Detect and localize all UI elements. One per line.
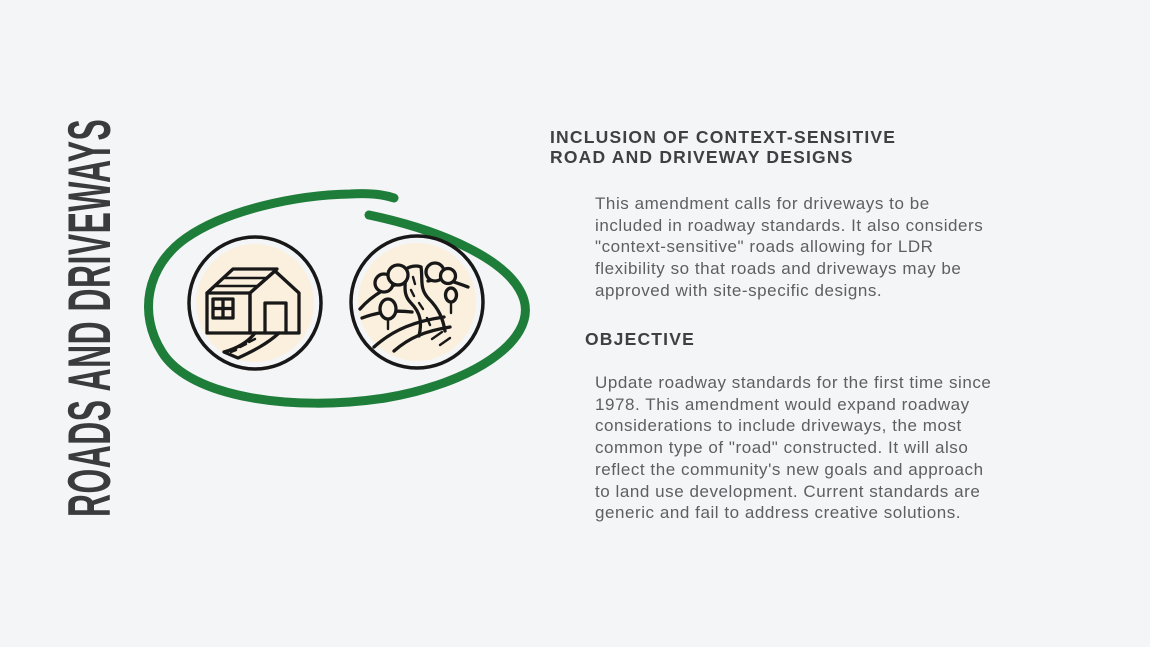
house-driveway-icon bbox=[187, 235, 323, 371]
hand-drawn-ellipse-icon bbox=[144, 189, 530, 408]
objective-paragraph: Update roadway standards for the first t… bbox=[595, 373, 992, 523]
intro-paragraph: This amendment calls for driveways to be… bbox=[595, 194, 984, 300]
section-heading: INCLUSION OF CONTEXT-SENSITIVE ROAD AND … bbox=[550, 127, 896, 167]
slide-vertical-title: ROADS AND DRIVEWAYS bbox=[56, 0, 123, 517]
section-heading-line-2: ROAD AND DRIVEWAY DESIGNS bbox=[550, 147, 854, 167]
slide-vertical-title-text: ROADS AND DRIVEWAYS bbox=[56, 118, 123, 517]
country-road-icon bbox=[349, 234, 485, 370]
section-heading-line-1: INCLUSION OF CONTEXT-SENSITIVE bbox=[550, 127, 897, 147]
objective-heading: OBJECTIVE bbox=[585, 329, 695, 349]
